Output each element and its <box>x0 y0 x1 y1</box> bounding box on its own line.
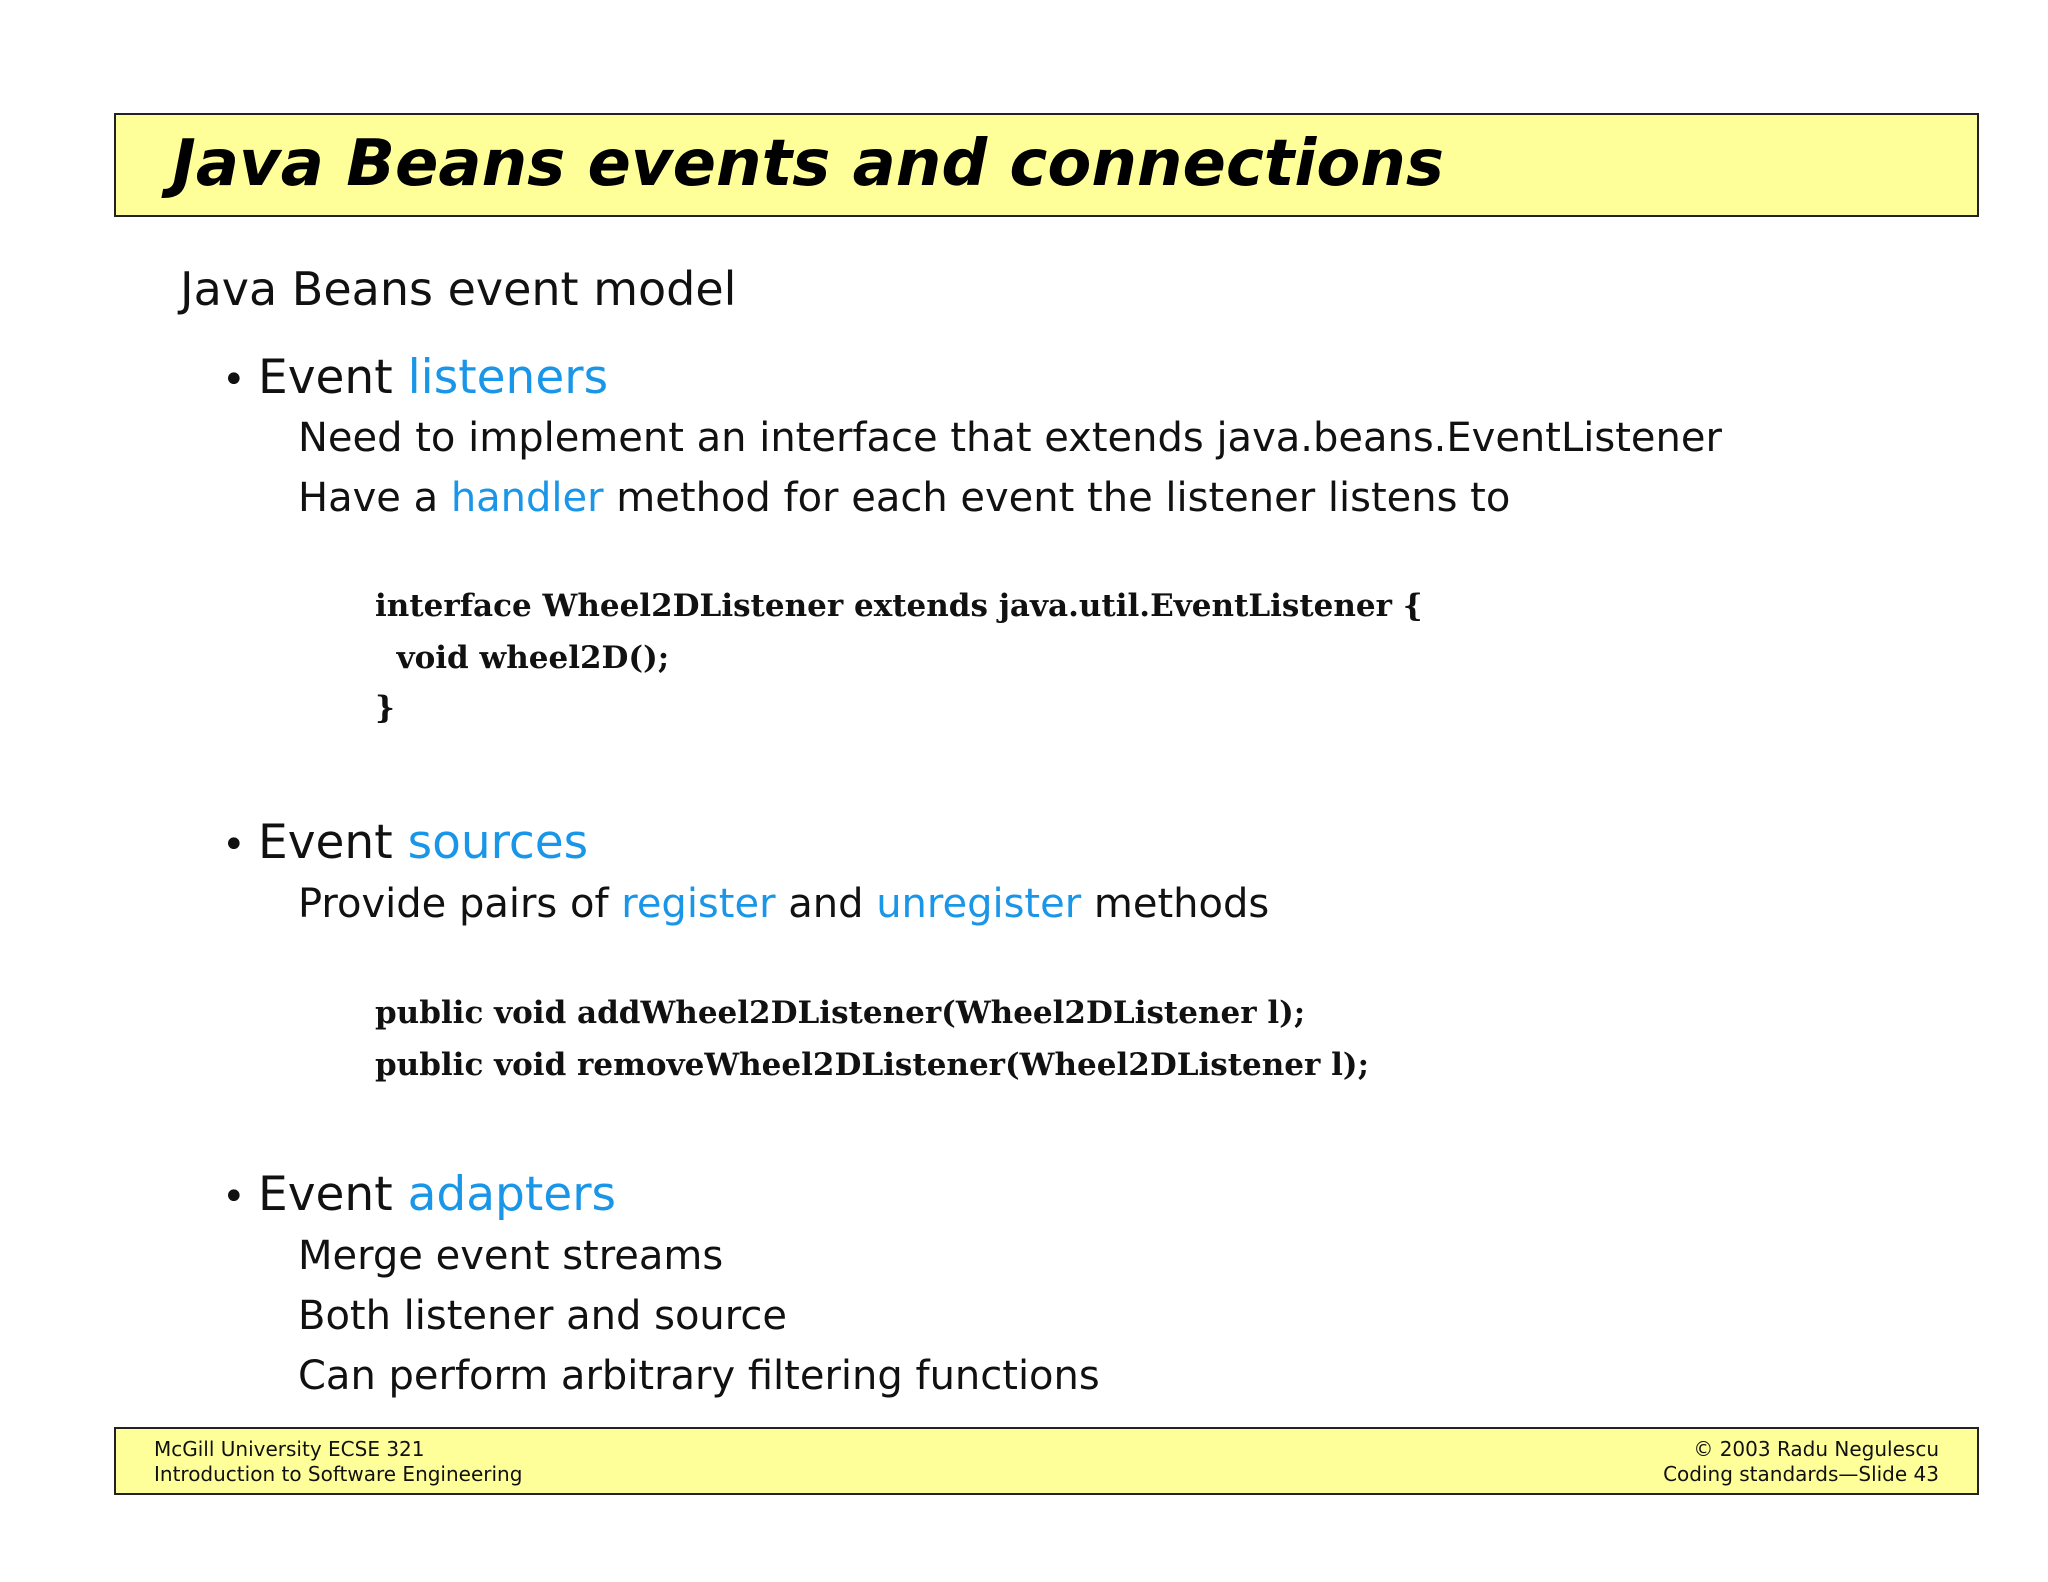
text-fragment: and <box>775 881 877 927</box>
keyword-handler: handler <box>450 475 604 521</box>
code-line-add-listener: public void addWheel2DListener(Wheel2DLi… <box>375 995 1306 1031</box>
footer-university: McGill University ECSE 321 <box>154 1437 425 1461</box>
bullet-dot-icon: • <box>222 1174 246 1220</box>
footer-right: © 2003 Radu Negulescu Coding standards—S… <box>1663 1437 1939 1487</box>
keyword-register: register <box>621 881 776 927</box>
footer-course: Introduction to Software Engineering <box>154 1462 523 1486</box>
text-fragment: methods <box>1081 881 1270 927</box>
text-fragment: Provide pairs of <box>298 881 622 927</box>
bullet-dot-icon: • <box>222 357 246 403</box>
bullet-prefix: Event <box>258 1167 408 1222</box>
code-line-interface: interface Wheel2DListener extends java.u… <box>375 588 1423 624</box>
adapters-line-2: Both listener and source <box>298 1293 787 1339</box>
bullet-event-listeners: • Event listeners <box>222 350 608 406</box>
text-fragment: Have a <box>298 475 451 521</box>
text-fragment: method for each event the listener liste… <box>603 475 1511 521</box>
footer-slide-number: Coding standards—Slide 43 <box>1663 1462 1939 1486</box>
bullet-dot-icon: • <box>222 822 246 868</box>
bullet-keyword-sources: sources <box>407 815 589 870</box>
code-line-remove-listener: public void removeWheel2DListener(Wheel2… <box>375 1047 1370 1083</box>
keyword-unregister: unregister <box>876 881 1082 927</box>
listeners-line-2: Have a handler method for each event the… <box>298 474 1510 522</box>
bullet-keyword-listeners: listeners <box>407 350 609 405</box>
section-heading: Java Beans event model <box>180 262 737 316</box>
bullet-event-sources: • Event sources <box>222 815 588 871</box>
adapters-line-3: Can perform arbitrary filtering function… <box>298 1353 1100 1399</box>
footer-left: McGill University ECSE 321 Introduction … <box>154 1437 522 1487</box>
bullet-keyword-adapters: adapters <box>407 1167 617 1222</box>
listeners-line-1: Need to implement an interface that exte… <box>298 415 1722 461</box>
bullet-event-adapters: • Event adapters <box>222 1167 616 1223</box>
sources-line-1: Provide pairs of register and unregister… <box>298 880 1269 928</box>
code-line-close-brace: } <box>375 690 395 726</box>
bullet-prefix: Event <box>258 350 408 405</box>
slide-title: Java Beans events and connections <box>172 127 1444 201</box>
slide-title-bar: Java Beans events and connections <box>114 113 1979 217</box>
code-line-method: void wheel2D(); <box>375 640 670 676</box>
adapters-line-1: Merge event streams <box>298 1233 724 1279</box>
footer-copyright: © 2003 Radu Negulescu <box>1693 1437 1939 1461</box>
bullet-prefix: Event <box>258 815 408 870</box>
slide-footer: McGill University ECSE 321 Introduction … <box>114 1427 1979 1495</box>
